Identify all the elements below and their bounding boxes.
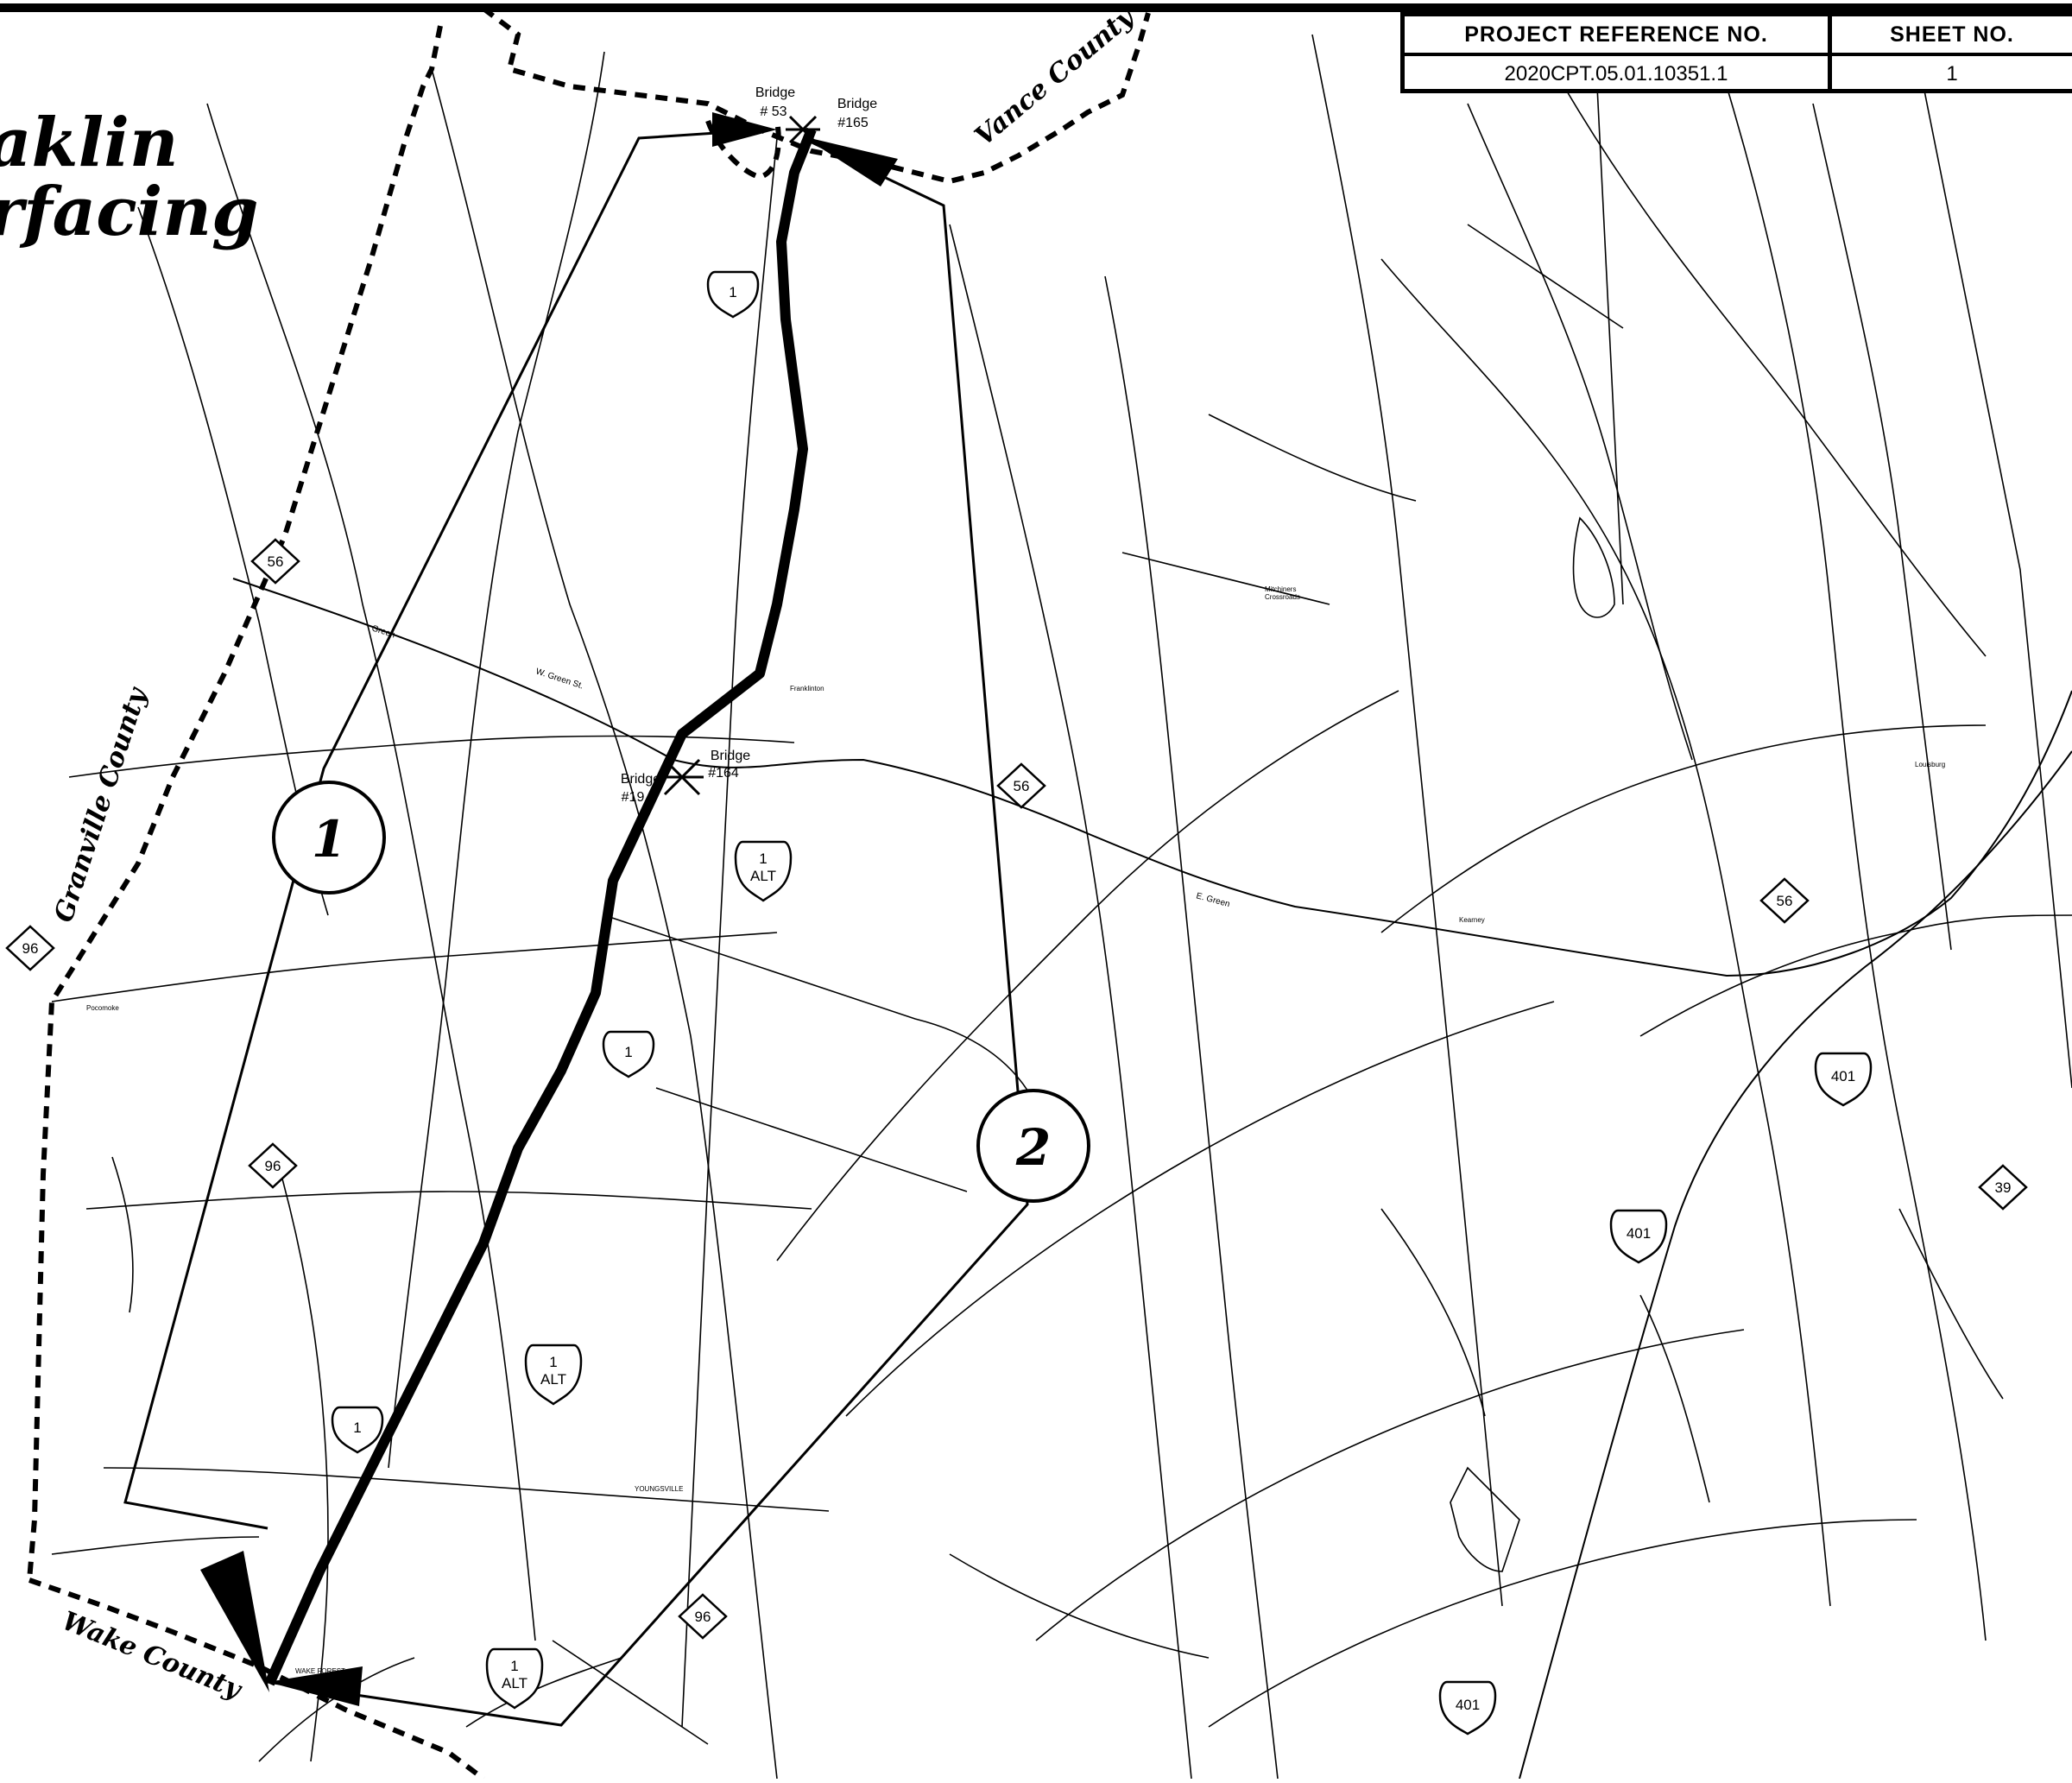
county-label-vance: Vance County [970, 1, 1141, 152]
shield-us401-c: 401 [1456, 1697, 1480, 1713]
place-youngsville: YOUNGSVILLE [635, 1485, 683, 1493]
bridge-markers [660, 115, 820, 796]
route-circle-2-label: 2 [1015, 1118, 1051, 1177]
place-labels: Franklinton Mitchiners Crossroads Louisb… [86, 585, 1945, 1675]
route-1-arrow-top [712, 112, 777, 147]
route-2-arrow-bottom [268, 1666, 363, 1706]
route-circle-2: 2 [976, 1089, 1090, 1203]
shield-nc56-east: 56 [1777, 893, 1793, 909]
project-reference-label: PROJECT REFERENCE NO. [1405, 16, 1832, 53]
project-reference-value: 2020CPT.05.01.10351.1 [1405, 56, 1832, 92]
map-title-line-2: rfacing [0, 173, 259, 251]
bridge-164-line1: Bridge [711, 749, 750, 763]
green-street-road [232, 578, 2072, 977]
shield-nc96-south: 96 [695, 1609, 711, 1625]
project-route-thick [264, 127, 817, 1686]
top-border [0, 3, 2072, 12]
bridge-53-line1: Bridge [755, 85, 795, 100]
county-label-granville: Granville County [48, 682, 153, 926]
shield-alt-bot-number: 1 [510, 1658, 518, 1674]
place-mitchiners: Mitchiners [1265, 585, 1296, 593]
nc-shields [5, 538, 2028, 1640]
bridge-165-line1: Bridge [837, 97, 877, 111]
place-kearney: Kearney [1459, 916, 1485, 924]
us401-road [1519, 750, 2072, 1780]
shield-alt-top-suffix: ALT [750, 868, 776, 884]
place-wake-forest: WAKE FOREST [295, 1667, 345, 1675]
street-label-e-green: E. Green [1195, 891, 1231, 909]
route-1-arrow-bottom [200, 1551, 269, 1692]
title-block: PROJECT REFERENCE NO. SHEET NO. 2020CPT.… [1400, 12, 2072, 93]
sheet-number-value: 1 [1946, 62, 1958, 85]
shield-alt-top-number: 1 [759, 850, 767, 867]
shield-alt-bot-suffix: ALT [502, 1675, 527, 1691]
county-boundary [27, 6, 1151, 1781]
route-1-loop [123, 128, 769, 1530]
shield-nc39: 39 [1995, 1179, 2012, 1196]
bridge-165-line2: #165 [837, 116, 869, 130]
shield-nc96-west: 96 [22, 940, 39, 957]
map-title-line-1: aklin [0, 104, 179, 182]
route-2-arrow-top [803, 136, 898, 187]
road-network [51, 34, 2072, 1780]
place-louisburg: Louisburg [1915, 761, 1945, 768]
street-label-green: Green [370, 623, 396, 640]
us-shields [331, 270, 1873, 1736]
bridge-53-line2: # 53 [760, 104, 786, 119]
street-label-w-green: W. Green St. [534, 667, 584, 691]
shield-alt-mid-number: 1 [549, 1354, 557, 1370]
bridge-19-line1: Bridge [621, 772, 660, 787]
title-block-value-row: 2020CPT.05.01.10351.1 1 [1405, 56, 2072, 92]
shield-nc56-mid: 56 [1014, 778, 1030, 794]
shield-us401-b: 401 [1627, 1225, 1651, 1242]
sheet-number-label: SHEET NO. [1890, 22, 2014, 47]
shield-nc96-mid: 96 [265, 1158, 281, 1174]
shield-alt-mid-suffix: ALT [540, 1371, 566, 1388]
route-2-loop [267, 136, 1029, 1727]
shield-us401-a: 401 [1831, 1068, 1855, 1084]
place-franklinton: Franklinton [790, 685, 824, 692]
shield-nc56-west: 56 [268, 553, 284, 570]
bridge-164-line2: #164 [708, 766, 739, 781]
place-pocomoke: Pocomoke [86, 1004, 119, 1012]
bridge-labels: Bridge # 53 Bridge #165 Bridge #164 Brid… [621, 85, 877, 805]
place-crossroads: Crossroads [1265, 593, 1300, 601]
bridge-19-line2: #19 [622, 790, 645, 805]
route-circle-1: 1 [272, 781, 386, 895]
title-block-header-row: PROJECT REFERENCE NO. SHEET NO. [1405, 16, 2072, 56]
shield-us1-mid: 1 [624, 1044, 632, 1060]
shield-us1-north: 1 [729, 284, 736, 300]
county-label-wake: Wake County [58, 1606, 247, 1706]
route-circle-1-label: 1 [312, 810, 346, 869]
shield-us1-south: 1 [353, 1419, 361, 1436]
street-labels: W. Green St. Green E. Green [370, 623, 1231, 909]
shield-labels: 1 1 1 1 ALT 1 ALT 1 ALT 401 401 401 56 5… [22, 284, 2012, 1713]
